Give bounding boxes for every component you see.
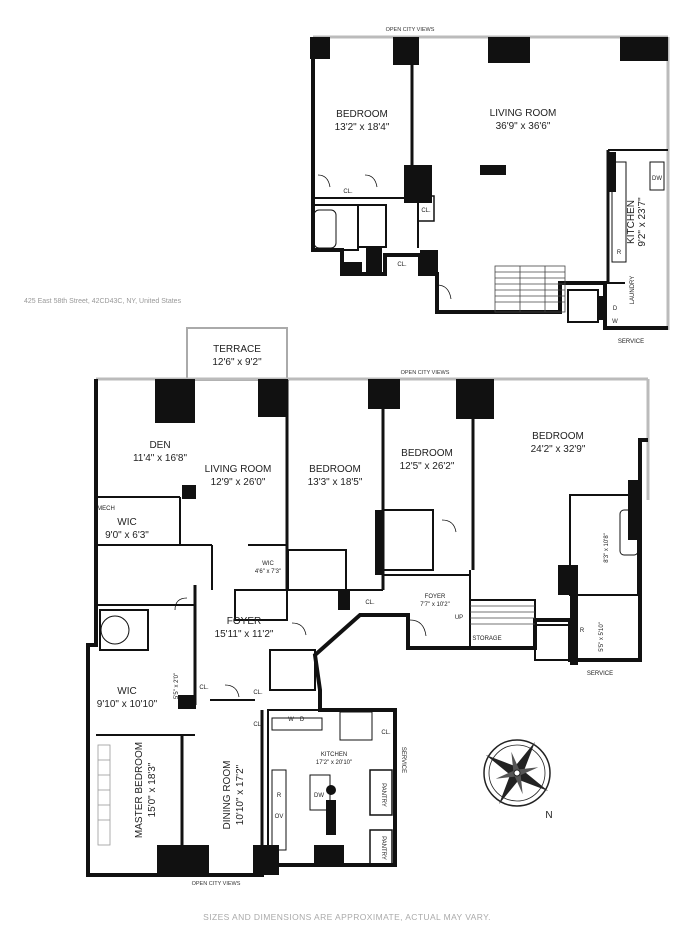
service2-label: SERVICE	[587, 671, 613, 677]
cl4-label: CL.	[253, 722, 263, 728]
service-room-dims: 5'5" x 5'10"	[599, 622, 605, 652]
kitchen-fridge: R	[277, 793, 282, 799]
bedroom2-dims: 12'5" x 26'2"	[400, 461, 455, 472]
upper-closet2: CL.	[421, 208, 431, 214]
terrace-name: TERRACE	[213, 344, 261, 355]
den-dims: 11'4" x 16'8"	[133, 453, 188, 464]
pantry1-label: PANTRY	[380, 783, 386, 807]
kitchen-oven: OV	[275, 814, 284, 820]
upper-views-top: OPEN CITY VIEWS	[386, 27, 435, 33]
wic3-dims: 9'10" x 10'10"	[97, 699, 158, 710]
lower-columns	[155, 379, 640, 875]
master-dims: 15'0" x 18'3"	[147, 762, 158, 817]
lower-views-top: OPEN CITY VIEWS	[401, 370, 450, 376]
storage-label: STORAGE	[472, 636, 501, 642]
upper-kitchen-name: KITCHEN	[626, 200, 637, 244]
upper-dw: DW	[652, 176, 662, 182]
upper-living-dims: 36'9" x 36'6"	[496, 121, 551, 132]
dining-name: DINING ROOM	[222, 761, 233, 830]
service1-label: SERVICE	[400, 747, 406, 773]
cl2-label: CL.	[199, 685, 209, 691]
bedroom2-name: BEDROOM	[401, 448, 453, 459]
living-dims: 12'9" x 26'0"	[211, 477, 266, 488]
wic1-dims: 9'0" x 6'3"	[105, 530, 149, 541]
address-text: 425 East 58th Street, 42CD43C, NY, Unite…	[24, 298, 182, 305]
kitchen-dw: DW	[314, 793, 324, 799]
lower-fridge: R	[580, 628, 585, 634]
stairs-up: UP	[455, 615, 463, 621]
terrace-dims: 12'6" x 9'2"	[212, 357, 262, 368]
kitchen-dryer: D	[300, 717, 305, 723]
lower-views-bottom: OPEN CITY VIEWS	[192, 881, 241, 887]
kitchen-dims: 17'2" x 20'10"	[316, 760, 352, 766]
kitchen-washer: W	[288, 717, 294, 723]
den-name: DEN	[149, 440, 170, 451]
living-name: LIVING ROOM	[205, 464, 272, 475]
disclaimer-text: SIZES AND DIMENSIONS ARE APPROXIMATE, AC…	[203, 912, 491, 922]
upper-kitchen-dims: 9'2" x 23'7"	[637, 197, 648, 247]
foyer1-dims: 15'11" x 11'2"	[215, 629, 274, 640]
foyer2-dims: 7'7" x 10'2"	[420, 602, 450, 608]
upper-columns	[310, 37, 668, 320]
cl3-label: CL.	[253, 690, 263, 696]
upper-closet3: CL.	[397, 262, 407, 268]
foyer1-name: FOYER	[227, 616, 261, 627]
upper-closet1: CL.	[343, 189, 353, 195]
cl5-label: CL.	[381, 730, 391, 736]
wic3-name: WIC	[117, 686, 136, 697]
dining-dims: 10'10" x 17'2"	[235, 764, 246, 825]
mech-label: MECH	[97, 506, 115, 512]
upper-washer: W	[612, 319, 618, 325]
bedroom3-dims: 24'2" x 32'9"	[531, 444, 586, 455]
compass-rose-icon	[483, 739, 551, 807]
cl1-label: CL.	[365, 600, 375, 606]
master-name: MASTER BEDROOM	[134, 742, 145, 838]
kitchen-name: KITCHEN	[321, 752, 347, 758]
compass-label: N	[545, 810, 552, 821]
wic4-dims: 8'3" x 10'8"	[604, 533, 610, 563]
upper-bedroom-dims: 13'2" x 18'4"	[335, 122, 390, 133]
upper-laundry: LAUNDRY	[630, 276, 636, 305]
bedroom3-name: BEDROOM	[532, 431, 584, 442]
wic2-name: WIC	[262, 561, 274, 567]
upper-dryer: D	[613, 306, 618, 312]
bedroom1-name: BEDROOM	[309, 464, 361, 475]
foyer2-name: FOYER	[425, 594, 446, 600]
upper-fridge: R	[617, 250, 622, 256]
closet-small-dims: 5'5" x 2'0"	[174, 673, 180, 699]
wic2-dims: 4'6" x 7'3"	[255, 569, 281, 575]
pantry2-label: PANTRY	[380, 836, 386, 860]
upper-living-name: LIVING ROOM	[490, 108, 557, 119]
upper-service: SERVICE	[618, 339, 644, 345]
wic1-name: WIC	[117, 517, 136, 528]
bedroom1-dims: 13'3" x 18'5"	[308, 477, 363, 488]
upper-bedroom-name: BEDROOM	[336, 109, 388, 120]
